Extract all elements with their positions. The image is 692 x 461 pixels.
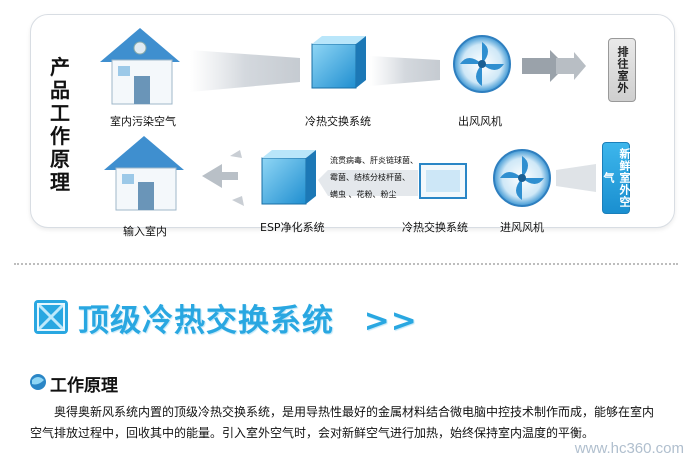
airflow-icon bbox=[190, 50, 300, 92]
arrow-right-icon bbox=[522, 50, 586, 82]
fan-icon bbox=[453, 35, 511, 93]
label-heat-exchange-system: 冷热交换系统 bbox=[305, 115, 371, 128]
section-title-text: 顶级冷热交换系统 bbox=[78, 303, 334, 339]
description-paragraph: 奥得奥新风系统内置的顶级冷热交换系统，是用导热性最好的金属材料结合微电脑中控技术… bbox=[30, 405, 655, 440]
house-icon bbox=[104, 136, 184, 211]
box-icon bbox=[34, 300, 68, 334]
house-icon bbox=[100, 28, 180, 105]
label-input-indoor: 输入室内 bbox=[123, 225, 167, 238]
label-exhaust-fan: 出风风机 bbox=[458, 115, 502, 128]
esp-purifier-icon bbox=[261, 150, 316, 205]
fresh-outdoor-air-tab: 新鲜室外空气 bbox=[602, 142, 631, 214]
arrow-left-icon bbox=[202, 150, 244, 206]
airflow-icon bbox=[318, 170, 418, 196]
watermark: www.hc360.com bbox=[574, 440, 684, 457]
exit-outdoor-tab: 排往室外 bbox=[608, 38, 636, 102]
airflow-icon bbox=[556, 164, 596, 192]
globe-icon bbox=[30, 374, 46, 390]
heat-exchanger-icon bbox=[419, 163, 467, 199]
subtitle-working-principle: 工作原理 bbox=[50, 376, 118, 396]
label-heat-exchange-system-2: 冷热交换系统 bbox=[402, 221, 468, 234]
vertical-title: 产品工作原理 bbox=[50, 55, 70, 194]
fan-icon bbox=[493, 149, 551, 207]
section-title: 顶级冷热交换系统 >> bbox=[78, 295, 418, 340]
germ-line-3: 螨虫 、花粉、粉尘 bbox=[330, 190, 397, 199]
double-chevron-icon: >> bbox=[363, 303, 418, 339]
germ-line-1: 流贯病毒、肝炎链球菌、 bbox=[330, 156, 418, 165]
germ-line-2: 霉菌、结核分枝杆菌、 bbox=[330, 173, 410, 182]
label-intake-fan: 进风风机 bbox=[500, 221, 544, 234]
dotted-divider bbox=[14, 263, 678, 265]
heat-exchanger-icon bbox=[311, 36, 366, 89]
label-esp-purification: ESP净化系统 bbox=[260, 221, 325, 234]
label-indoor-polluted-air: 室内污染空气 bbox=[110, 115, 176, 128]
airflow-icon bbox=[370, 56, 440, 86]
